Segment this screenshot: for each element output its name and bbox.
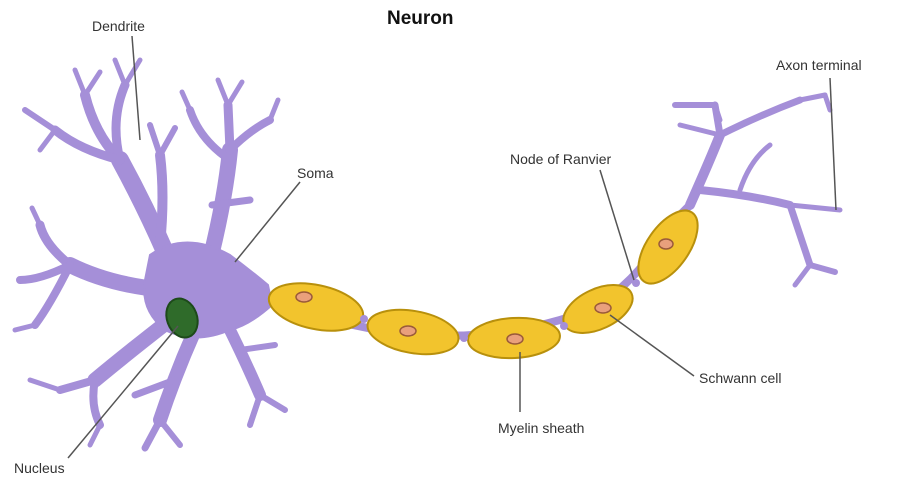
- schwann-cell-leader: [610, 315, 694, 376]
- label-dendrite: Dendrite: [92, 18, 145, 34]
- axon-terminal-leader: [830, 78, 836, 210]
- label-schwann-cell: Schwann cell: [699, 370, 782, 386]
- dendrite-leader: [132, 36, 140, 140]
- label-axon-terminal: Axon terminal: [776, 57, 862, 73]
- label-node-of-ranvier: Node of Ranvier: [510, 151, 611, 167]
- axon-terminal: [675, 95, 840, 285]
- label-myelin-sheath: Myelin sheath: [498, 420, 584, 436]
- node-of-ranvier-leader: [600, 170, 634, 280]
- myelin-segment: [264, 276, 367, 339]
- diagram-title: Neuron: [387, 8, 454, 30]
- soma: [144, 243, 272, 338]
- nucleus-leader: [68, 326, 178, 458]
- myelin-segments: [264, 201, 709, 361]
- soma-leader: [235, 182, 300, 262]
- label-nucleus: Nucleus: [14, 460, 65, 476]
- label-soma: Soma: [297, 165, 334, 181]
